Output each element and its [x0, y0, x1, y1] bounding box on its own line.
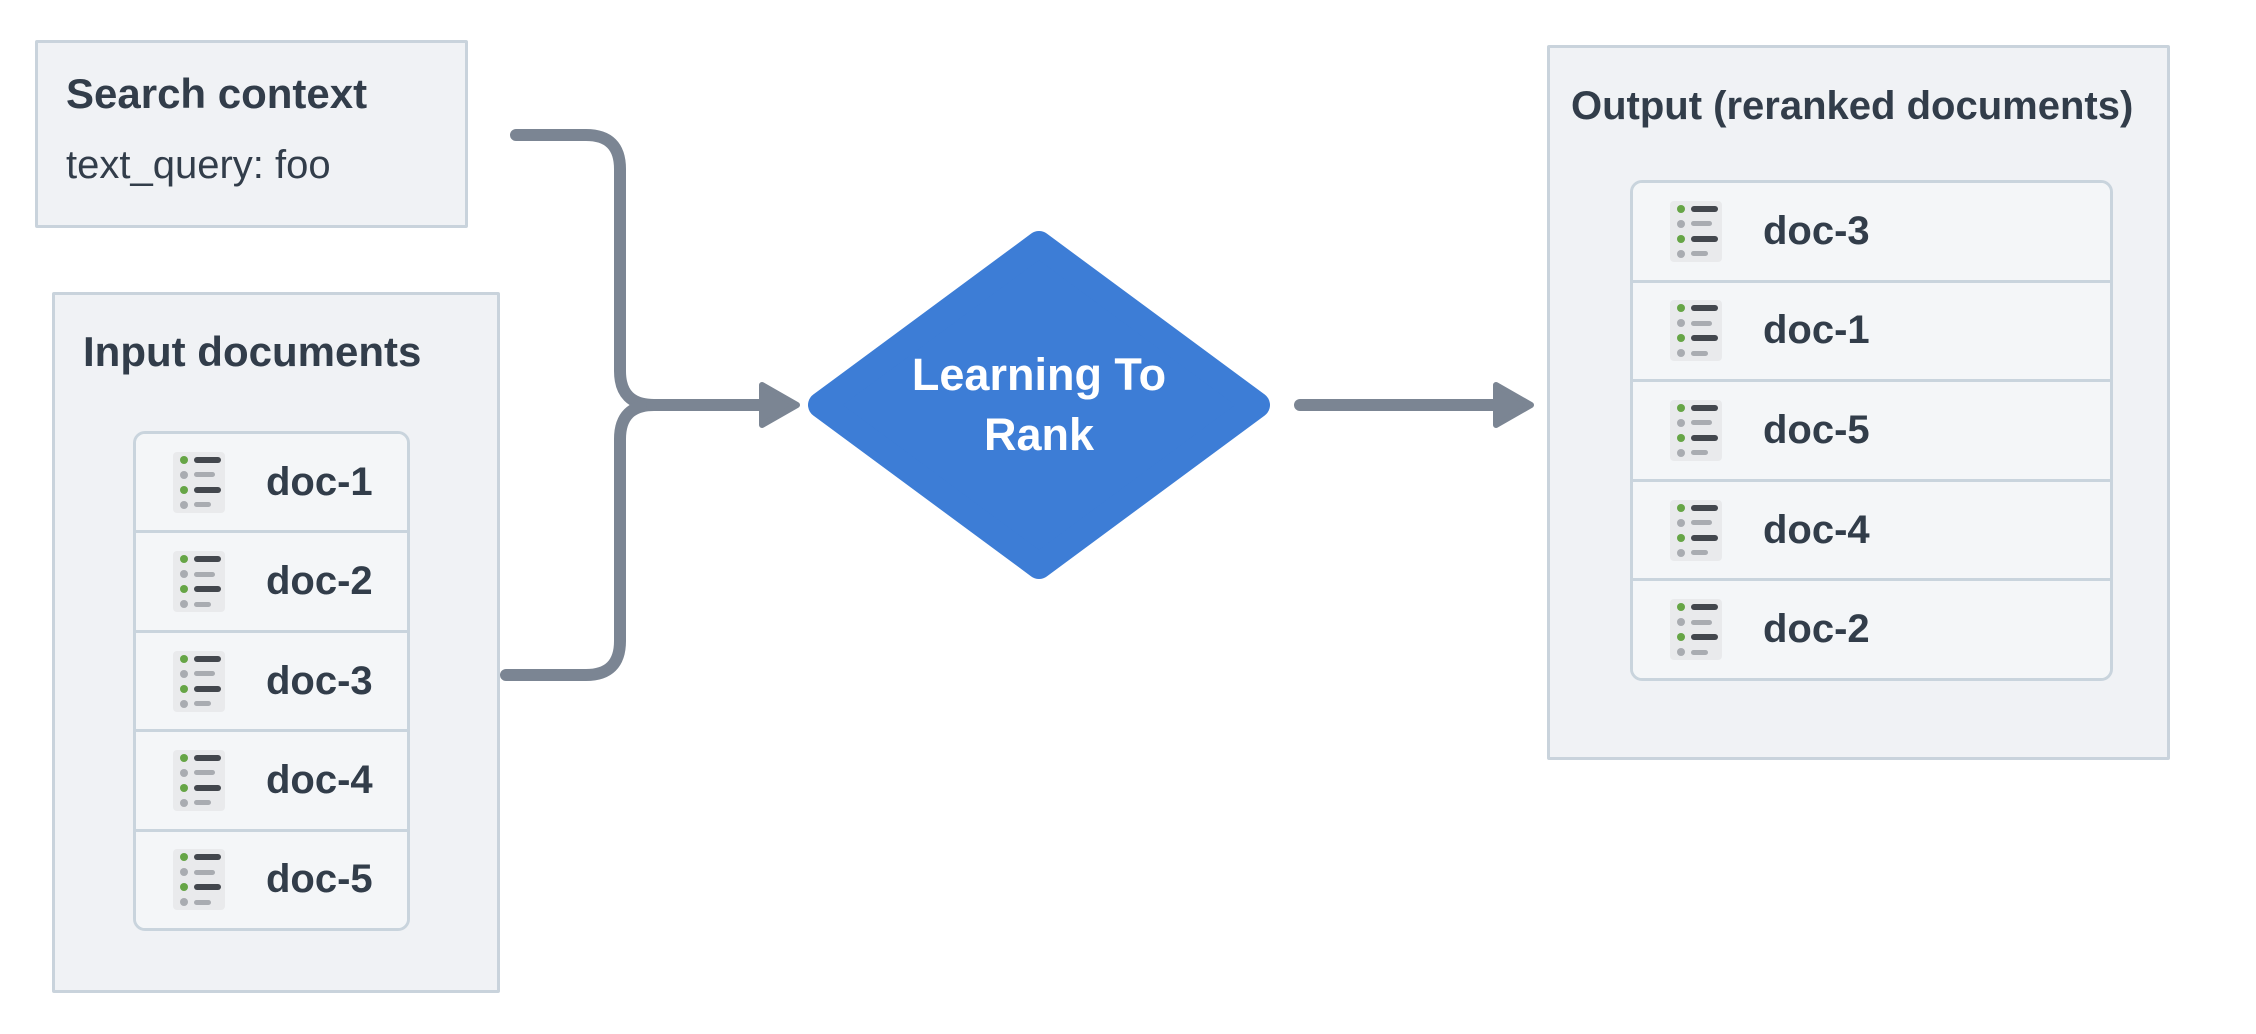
doc-list-item: doc-5 [136, 828, 407, 928]
doc-list-item: doc-1 [136, 434, 407, 531]
arrowhead-into-output [1493, 382, 1534, 428]
doc-label: doc-1 [266, 459, 373, 504]
doc-list-item: doc-5 [1633, 379, 2110, 479]
output-doc-list: doc-3 doc-1 [1630, 180, 2113, 681]
connector-docs-to-ranker [500, 399, 660, 681]
document-list-icon [1670, 300, 1722, 362]
document-list-icon [1670, 599, 1722, 661]
document-list-icon [1670, 200, 1722, 262]
ranker-label-line2: Rank [983, 409, 1095, 460]
doc-label: doc-5 [1763, 407, 1870, 452]
ranker-diamond [808, 231, 1270, 579]
document-list-icon [173, 749, 225, 811]
doc-list-item: doc-3 [136, 629, 407, 730]
connector-search-to-ranker [510, 129, 660, 411]
search-context-box: Search context text_query: foo [35, 40, 468, 228]
output-title: Output (reranked documents) [1571, 84, 2134, 128]
doc-label: doc-3 [1763, 208, 1870, 253]
doc-list-item: doc-2 [136, 530, 407, 630]
arrowhead-into-ranker [759, 382, 800, 428]
doc-label: doc-5 [266, 857, 373, 902]
input-documents-title: Input documents [83, 328, 422, 375]
document-list-icon [173, 650, 225, 712]
input-documents-box: Input documents doc-1 [52, 292, 500, 993]
doc-label: doc-2 [1763, 607, 1870, 652]
doc-label: doc-4 [1763, 507, 1870, 552]
doc-label: doc-1 [1763, 308, 1870, 353]
document-list-icon [173, 551, 225, 613]
doc-label: doc-2 [266, 559, 373, 604]
doc-list-item: doc-4 [1633, 478, 2110, 579]
document-list-icon [173, 451, 225, 513]
input-doc-list: doc-1 doc-2 [133, 431, 410, 931]
ranker-label: Learning To Rank [869, 340, 1209, 470]
ranker-label-line1: Learning To [911, 349, 1167, 400]
doc-label: doc-4 [266, 757, 373, 802]
doc-label: doc-3 [266, 658, 373, 703]
doc-list-item: doc-3 [1633, 183, 2110, 280]
doc-list-item: doc-1 [1633, 279, 2110, 380]
output-box: Output (reranked documents) doc-3 [1547, 45, 2170, 760]
search-query-text: text_query: foo [66, 143, 331, 188]
document-list-icon [173, 849, 225, 911]
search-context-title: Search context [66, 70, 368, 117]
doc-list-item: doc-4 [136, 729, 407, 829]
document-list-icon [1670, 399, 1722, 461]
document-list-icon [1670, 499, 1722, 561]
doc-list-item: doc-2 [1633, 578, 2110, 678]
